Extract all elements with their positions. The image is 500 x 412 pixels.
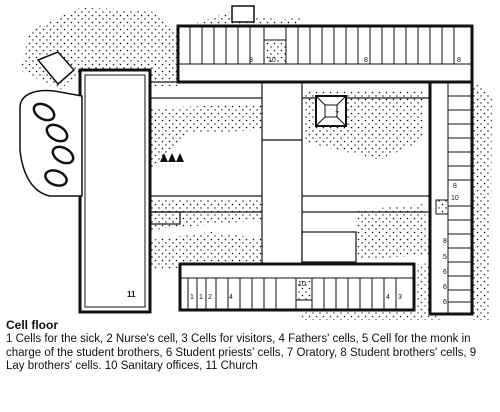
label-nurse: 2 [208,294,212,301]
label-visitors: 3 [398,294,402,301]
label-right-6b: 6 [443,284,447,291]
label-church: 11 [127,290,136,299]
label-oratory: 7 [335,111,339,118]
caption-title: Cell floor [6,318,59,332]
courtyard-corridors [149,81,431,273]
label-top-student-brothers-b: 8 [457,57,461,64]
label-right-student-brothers: 8 [453,183,457,190]
label-top-sanitary: 10 [268,57,276,64]
caption-legend: 1 Cells for the sick, 2 Nurse's cell, 3 … [6,333,477,373]
oratory: 7 [315,95,347,127]
church-building: 11 [78,68,152,314]
label-right-5: 5 [443,254,447,261]
label-right-sanitary: 10 [451,195,459,202]
label-bottom-sanitary: 10 [298,281,306,288]
side-chapels [19,51,83,197]
label-right-6a: 6 [443,269,447,276]
right-wing: 8 10 8 5 6 6 6 [428,80,474,316]
label-top-student-brothers-a: 8 [364,57,368,64]
label-sick-b: 1 [199,294,203,301]
label-lay-brothers: 9 [249,57,253,64]
label-right-8: 8 [443,238,447,245]
top-wing: 9 10 8 8 [176,5,474,84]
floor-plan: 11 7 [19,5,492,320]
bottom-wing: 1 1 2 4 10 4 3 [178,262,416,312]
label-fathers-b: 4 [386,294,390,301]
label-fathers-a: 4 [229,294,233,301]
caption: Cell floor 1 Cells for the sick, 2 Nurse… [6,318,496,374]
label-right-6c: 6 [443,299,447,306]
label-sick-a: 1 [190,294,194,301]
